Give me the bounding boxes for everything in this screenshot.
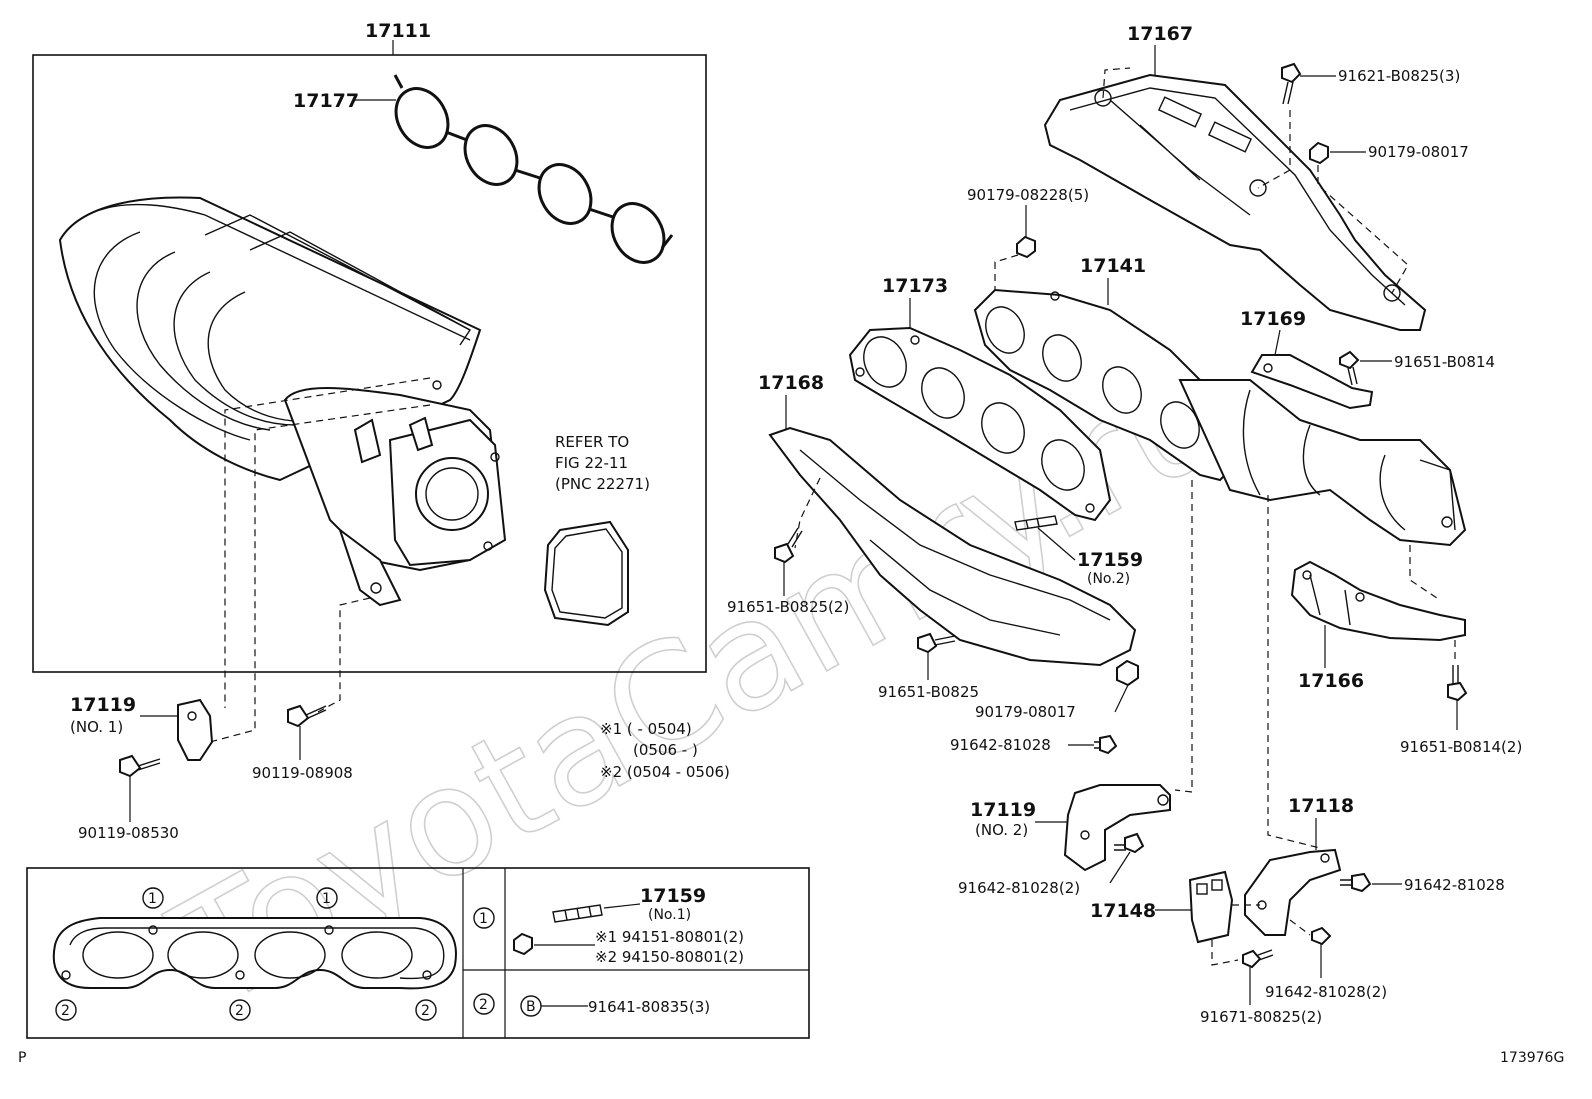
part-90179-08017-top-label: 90179-08017 [1368, 143, 1469, 161]
svg-text:1: 1 [322, 891, 331, 907]
legend-note2: ※2 94150-80801(2) [595, 948, 744, 966]
bolt-90119-08530 [119, 754, 161, 778]
part-17159-no2-sub: (No.2) [1087, 571, 1130, 587]
bolt-91621-B0825 [1281, 62, 1302, 105]
part-17167-label: 17167 [1127, 23, 1193, 45]
svg-text:1: 1 [479, 911, 488, 927]
part-91651-B0814-label: 91651-B0814 [1394, 353, 1495, 371]
bracket-17119-no2 [1063, 784, 1171, 872]
svg-text:2: 2 [479, 997, 488, 1013]
bolt-91642-81028-2a [1114, 832, 1145, 854]
bolt-91651-B0825 [917, 632, 956, 654]
heat-insulator-17168 [768, 426, 1137, 667]
svg-text:1: 1 [148, 891, 157, 907]
part-91651-B0825-label: 91651-B0825 [878, 683, 979, 701]
intake-manifold-17111 [58, 196, 507, 607]
part-17169-label: 17169 [1240, 308, 1306, 330]
part-17118-label: 17118 [1288, 795, 1354, 817]
heat-insulator-17166 [1290, 560, 1466, 642]
part-91642-81028-b-label: 91642-81028 [1404, 876, 1505, 894]
legend-91641-80835-label: 91641-80835(3) [588, 998, 710, 1016]
part-17119-no1-label: 17119 [70, 694, 136, 716]
part-91651-B0814-2-label: 91651-B0814(2) [1400, 738, 1522, 756]
part-91621-B0825-label: 91621-B0825(3) [1338, 67, 1460, 85]
nut-90179-08228 [1016, 235, 1036, 259]
legend-table [26, 867, 810, 1039]
part-17168-label: 17168 [758, 372, 824, 394]
refer-line-3: (PNC 22271) [555, 475, 650, 493]
part-90119-08530-label: 90119-08530 [78, 824, 179, 842]
intake-manifold-box [32, 54, 707, 673]
bracket-17169 [1250, 354, 1374, 410]
bolt-91651-B0814 [1339, 350, 1360, 386]
svg-text:2: 2 [61, 1003, 70, 1019]
heat-insulator-17167 [1043, 73, 1427, 331]
part-17173-label: 17173 [882, 275, 948, 297]
bolt-91671-80825 [1242, 949, 1274, 969]
part-17148-label: 17148 [1090, 900, 1156, 922]
intake-gasket-17177 [393, 74, 674, 264]
note-2: ※2 (0504 - 0506) [600, 763, 730, 781]
bolt-91642-81028-a [1094, 734, 1118, 755]
svg-text:2: 2 [421, 1003, 430, 1019]
nut-90179-08017-bot [1116, 659, 1139, 687]
throttle-gasket [543, 520, 629, 627]
nut-legend [513, 932, 533, 956]
part-91642-81028-2a-label: 91642-81028(2) [958, 879, 1080, 897]
part-17159-no2-label: 17159 [1077, 549, 1143, 571]
refer-line-1: REFER TO [555, 433, 629, 451]
exhaust-gasket-legend [52, 917, 457, 990]
part-91651-B0825-2-label: 91651-B0825(2) [727, 598, 849, 616]
part-17119-no1-sub: (NO. 1) [70, 718, 123, 736]
bracket-17119-no1 [177, 698, 214, 761]
legend-row1-marker [473, 907, 495, 929]
svg-text:2: 2 [235, 1003, 244, 1019]
part-91642-81028-a-label: 91642-81028 [950, 736, 1051, 754]
part-17177-label: 17177 [293, 90, 359, 112]
footer-right: 173976G [1500, 1050, 1564, 1066]
svg-text:B: B [526, 999, 536, 1015]
part-17141-label: 17141 [1080, 255, 1146, 277]
legend-row2-marker [473, 993, 495, 1015]
part-17119-no2-label: 17119 [970, 799, 1036, 821]
refer-line-2: FIG 22-11 [555, 454, 628, 472]
gasket-callout-circles: 1 1 2 2 2 [55, 887, 437, 1021]
footer-left: P [18, 1050, 26, 1066]
stud-17159-no2 [1014, 515, 1058, 531]
bolt-91642-81028-2b [1311, 926, 1332, 946]
part-17111-label: 17111 [365, 20, 431, 42]
plate-17148 [1188, 870, 1234, 944]
bolt-90119-08908 [287, 704, 327, 728]
legend-17159-label: 17159 [640, 885, 706, 907]
part-91642-81028-2b-label: 91642-81028(2) [1265, 983, 1387, 1001]
part-90179-08228-label: 90179-08228(5) [967, 186, 1089, 204]
part-17119-no2-sub: (NO. 2) [975, 821, 1028, 839]
nut-90179-08017-top [1309, 141, 1329, 165]
exhaust-manifold-17141 [973, 288, 1467, 547]
bolt-91651-B0825-2 [774, 527, 803, 564]
part-90119-08908-label: 90119-08908 [252, 764, 353, 782]
exhaust-gasket-17173 [848, 326, 1112, 522]
note-1a: ※1 ( - 0504) [600, 720, 692, 738]
bolt-91651-B0814-2 [1447, 665, 1468, 702]
bolt-91642-81028-b [1340, 872, 1372, 893]
part-17166-label: 17166 [1298, 670, 1364, 692]
legend-17159-sub: (No.1) [648, 907, 691, 923]
part-91671-80825-label: 91671-80825(2) [1200, 1008, 1322, 1026]
legend-note1: ※1 94151-80801(2) [595, 928, 744, 946]
stud-17159-no1 [552, 904, 603, 923]
bracket-17118 [1244, 848, 1342, 936]
note-1b: (0506 - ) [633, 741, 698, 759]
part-90179-08017-bot-label: 90179-08017 [975, 703, 1076, 721]
